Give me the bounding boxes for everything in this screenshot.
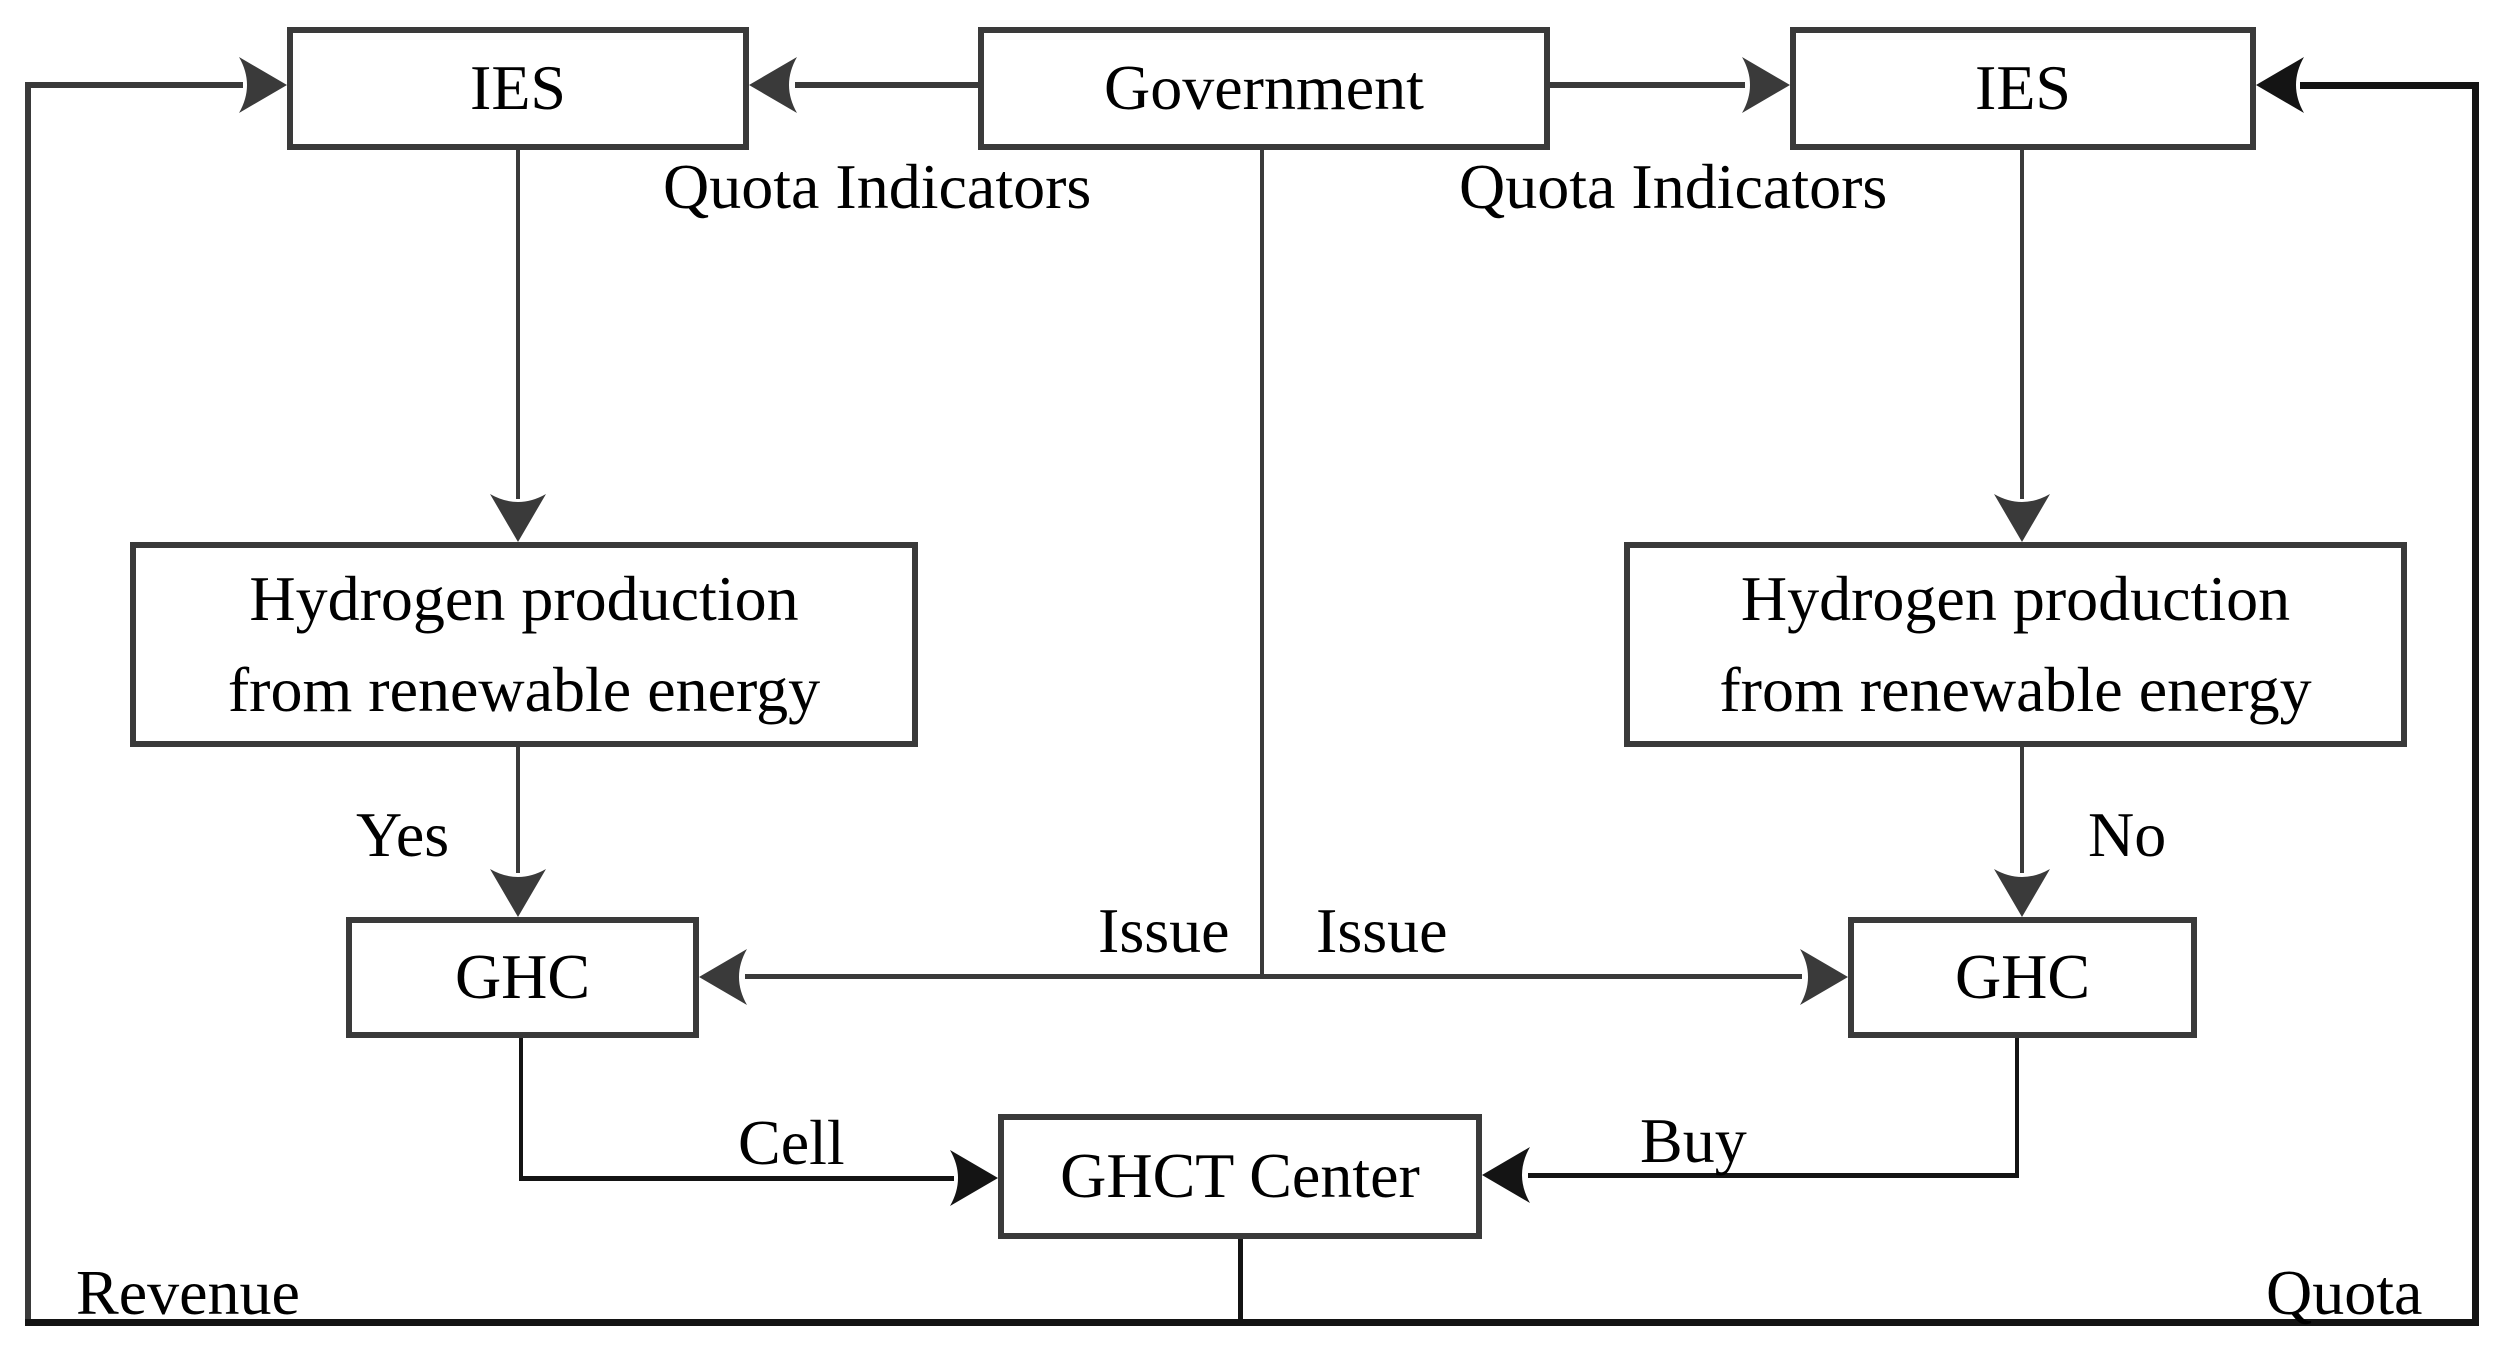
edge-quota-return-vertical	[2472, 82, 2479, 1326]
edge-hydro-left-to-ghc	[516, 747, 520, 873]
arrowhead-cell-into-ghct	[950, 1150, 998, 1206]
label-no: No	[2088, 799, 2167, 870]
label-buy: Buy	[1640, 1105, 1747, 1176]
arrowhead-issue-into-ghc-right	[1800, 949, 1848, 1005]
node-government: Government	[978, 27, 1550, 150]
label-revenue: Revenue	[76, 1257, 300, 1328]
arrowhead-into-ies-left-from-revenue	[239, 57, 287, 113]
arrowhead-buy-into-ghct	[1482, 1147, 1530, 1203]
label-yes: Yes	[356, 799, 450, 870]
arrowhead-into-ies-right-from-gov	[1742, 57, 1790, 113]
node-ghc-left-label: GHC	[454, 941, 591, 1013]
edge-gov-to-ies-right	[1550, 82, 1745, 88]
node-hydrogen-left-line2: from renewable energy	[227, 653, 821, 725]
node-ies-left-label: IES	[470, 52, 566, 124]
node-ghct-center: GHCT Center	[998, 1114, 1482, 1239]
edge-ghc-left-down	[519, 1037, 523, 1181]
edge-bottom-rail	[25, 1319, 2479, 1326]
edge-revenue-return-vertical	[25, 82, 31, 1326]
arrowhead-into-hydro-right	[1994, 494, 2050, 542]
node-hydrogen-production-right: Hydrogen production from renewable energ…	[1624, 542, 2407, 747]
arrowhead-into-ies-right-from-quota	[2256, 57, 2304, 113]
arrowhead-into-ghc-left-top	[490, 869, 546, 917]
edge-ghct-down	[1238, 1239, 1243, 1322]
node-hydrogen-production-left: Hydrogen production from renewable energ…	[130, 542, 918, 747]
node-ghct-center-label: GHCT Center	[1060, 1140, 1420, 1212]
node-ghc-left: GHC	[346, 917, 699, 1038]
edge-ies-right-to-hydro	[2020, 149, 2024, 499]
label-cell: Cell	[738, 1107, 845, 1178]
label-issue-right: Issue	[1316, 895, 1448, 966]
edge-ghc-right-down	[2015, 1037, 2019, 1178]
edge-gov-issue-vertical	[1260, 149, 1264, 979]
node-hydrogen-right-line1: Hydrogen production	[1740, 562, 2291, 634]
edge-gov-to-ies-left	[795, 82, 978, 88]
edge-cell-horizontal	[519, 1176, 954, 1181]
node-hydrogen-right-line2: from renewable energy	[1719, 653, 2312, 725]
edge-issue-horizontal	[745, 974, 1802, 979]
arrowhead-into-ghc-right-top	[1994, 869, 2050, 917]
node-ies-right: IES	[1790, 27, 2256, 150]
label-quota-indicators-right: Quota Indicators	[1459, 151, 1888, 222]
arrowhead-issue-into-ghc-left	[699, 949, 747, 1005]
edge-buy-horizontal	[1528, 1173, 2019, 1178]
label-quota: Quota	[2266, 1257, 2423, 1328]
edge-hydro-right-to-ghc	[2020, 747, 2024, 873]
node-government-label: Government	[1104, 52, 1424, 124]
node-ies-right-label: IES	[1975, 52, 2071, 124]
label-issue-left: Issue	[1098, 895, 1230, 966]
label-quota-indicators-left: Quota Indicators	[663, 151, 1092, 222]
edge-quota-return-horizontal	[2300, 82, 2479, 89]
edge-ies-left-to-hydro	[516, 149, 520, 499]
node-ghc-right-label: GHC	[1954, 941, 2091, 1013]
arrowhead-into-ies-left-from-gov	[749, 57, 797, 113]
edge-revenue-return-horizontal	[25, 82, 243, 88]
node-ghc-right: GHC	[1848, 917, 2197, 1038]
node-ies-left: IES	[287, 27, 749, 150]
node-hydrogen-left-line1: Hydrogen production	[249, 562, 799, 634]
arrowhead-into-hydro-left	[490, 494, 546, 542]
